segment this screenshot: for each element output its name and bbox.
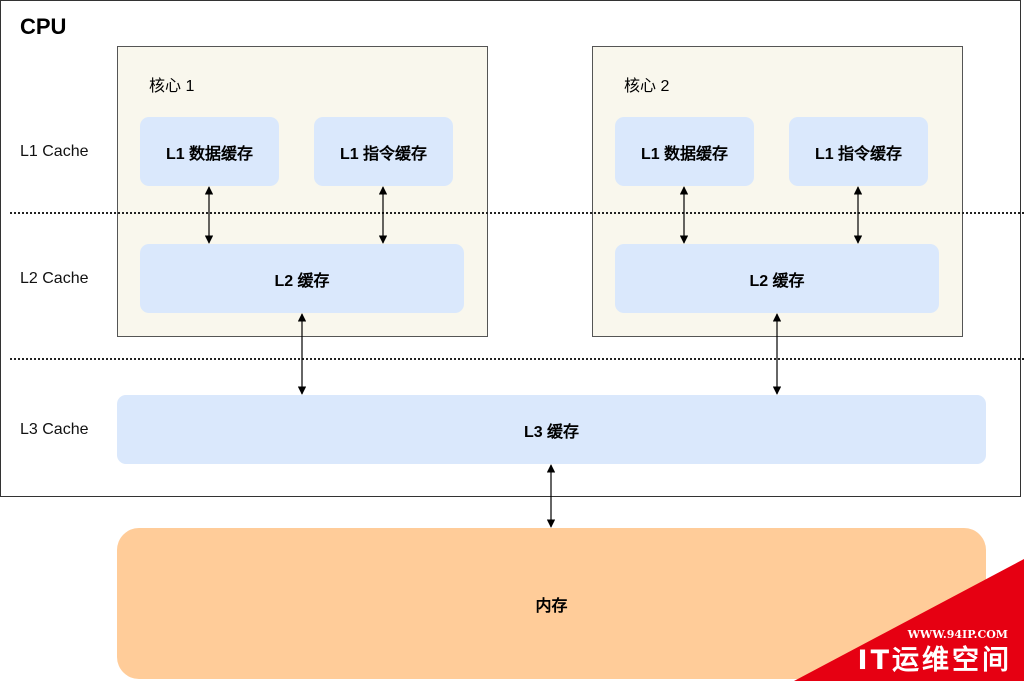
watermark-url: WWW.94IP.COM <box>907 628 1008 641</box>
cpu-title: CPU <box>20 14 67 39</box>
watermark-name: IT运维空间 <box>857 645 1012 676</box>
l2-cache-label: L2 Cache <box>20 270 89 287</box>
core-1-l1-data-cache: L1 数据缓存 <box>140 117 279 186</box>
l1-cache-label: L1 Cache <box>20 143 89 160</box>
cpu-container <box>0 0 1021 497</box>
core-1-l2-cache: L2 缓存 <box>140 244 464 313</box>
core-2-l1-instruction-cache: L1 指令缓存 <box>789 117 928 186</box>
l1-l2-separator <box>10 212 1024 214</box>
core-2-label: 核心 2 <box>624 78 670 95</box>
watermark-triangle <box>794 559 1024 681</box>
l3-cache: L3 缓存 <box>117 395 986 464</box>
core-2-l1-data-cache: L1 数据缓存 <box>615 117 754 186</box>
core-1-label: 核心 1 <box>149 78 195 95</box>
l3-cache-label: L3 Cache <box>20 421 89 438</box>
core-1-l1-instruction-cache: L1 指令缓存 <box>314 117 453 186</box>
l2-l3-separator <box>10 358 1024 360</box>
core-2-l2-cache: L2 缓存 <box>615 244 939 313</box>
